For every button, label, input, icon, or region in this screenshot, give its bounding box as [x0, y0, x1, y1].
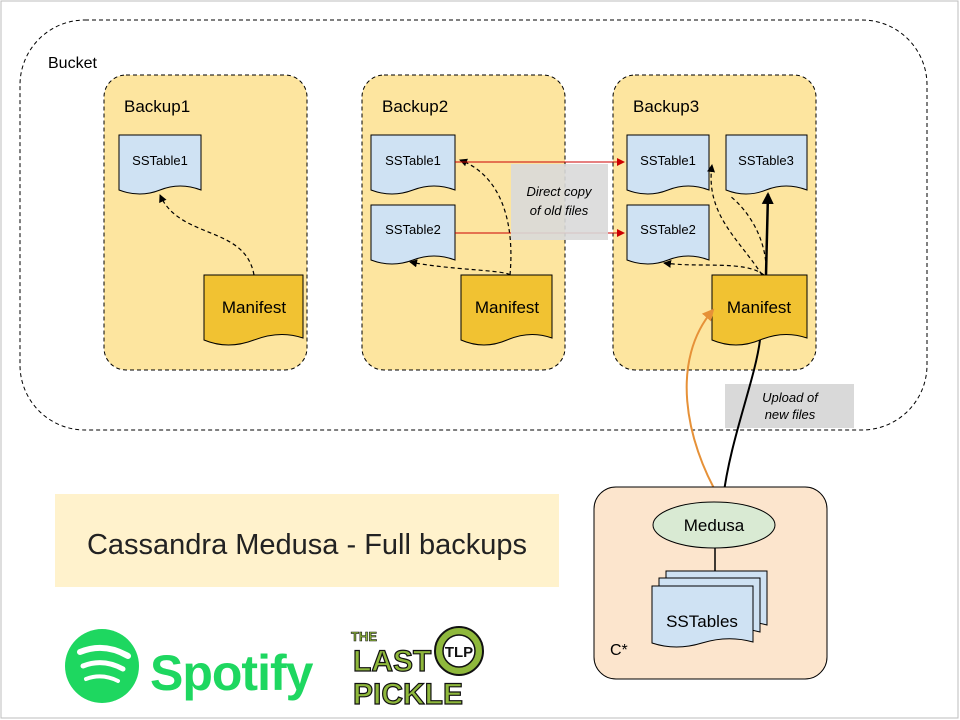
backup3-label: Backup3: [633, 97, 699, 116]
last-pickle-badge-text: TLP: [445, 644, 473, 661]
backup3-sstable2-label: SSTable2: [640, 222, 696, 237]
direct-copy-line2: of old files: [530, 203, 589, 218]
direct-copy-line1: Direct copy: [526, 184, 593, 199]
upload-note: Upload of new files: [725, 384, 854, 428]
last-pickle-logo: THE LAST PICKLE TLP: [351, 626, 484, 712]
last-pickle-pickle: PICKLE: [353, 678, 463, 711]
last-pickle-the: THE: [351, 629, 377, 644]
backup3-manifest-doc: Manifest: [711, 274, 808, 346]
backup3-sstable1-doc: SSTable1: [626, 134, 710, 195]
backup1-group: Backup1 SSTable1 Manifest: [103, 74, 308, 371]
medusa-to-manifest-arrow: [685, 308, 721, 500]
backup1-sstable1-label: SSTable1: [132, 153, 188, 168]
backup3-sstable3-doc: SSTable3: [725, 134, 808, 195]
title-banner: Cassandra Medusa - Full backups: [55, 494, 559, 587]
backup2-manifest-doc: Manifest: [460, 274, 553, 346]
backup1-manifest-doc: Manifest: [203, 274, 304, 346]
backup3-manifest-label: Manifest: [727, 298, 792, 317]
backup2-group: Backup2 SSTable1 SSTable2 Manifest: [361, 74, 566, 371]
upload-line1: Upload of: [762, 390, 819, 405]
backup2-manifest-ref-sstable2: [409, 259, 511, 276]
backup2-label: Backup2: [382, 97, 448, 116]
backup2-sstable2-doc: SSTable2: [370, 204, 456, 265]
medusa-upload-line: [722, 339, 761, 500]
backup1-label: Backup1: [124, 97, 190, 116]
backup3-group: Backup3 SSTable1 SSTable2 SSTable3 Manif…: [612, 74, 817, 371]
last-pickle-last: LAST: [353, 645, 431, 678]
medusa-label: Medusa: [684, 516, 745, 535]
backup3-sstable1-label: SSTable1: [640, 153, 696, 168]
backup2-sstable1-label: SSTable1: [385, 153, 441, 168]
backup3-sstable3-label: SSTable3: [738, 153, 794, 168]
cassandra-node-label: C*: [610, 642, 628, 659]
backup3-manifest-ref-sstable3: [761, 192, 774, 276]
sstables-label: SSTables: [666, 612, 738, 631]
direct-copy-note: Direct copy of old files: [511, 164, 608, 240]
spotify-wordmark: Spotify: [150, 645, 314, 701]
sstables-stack: SSTables: [651, 570, 768, 648]
bucket-container: Bucket: [19, 19, 928, 431]
spotify-logo: Spotify: [65, 629, 315, 703]
backup1-sstable1-doc: SSTable1: [118, 134, 202, 195]
backup1-manifest-ref-arrow: [159, 194, 255, 276]
cassandra-node: C* SSTables Medusa: [593, 486, 828, 680]
spotify-icon: [65, 629, 139, 703]
backup1-manifest-label: Manifest: [222, 298, 287, 317]
backup2-manifest-label: Manifest: [475, 298, 540, 317]
backup3-sstable2-doc: SSTable2: [626, 204, 710, 265]
medusa-process: Medusa: [652, 501, 776, 549]
backup2-sstable2-label: SSTable2: [385, 222, 441, 237]
upload-line2: new files: [765, 407, 816, 422]
backup2-sstable1-doc: SSTable1: [370, 134, 456, 195]
page-title: Cassandra Medusa - Full backups: [87, 529, 527, 561]
backup3-manifest-ref-sstable2: [663, 259, 765, 276]
bucket-label: Bucket: [48, 55, 97, 72]
backup2-manifest-ref-sstable1: [459, 158, 512, 276]
